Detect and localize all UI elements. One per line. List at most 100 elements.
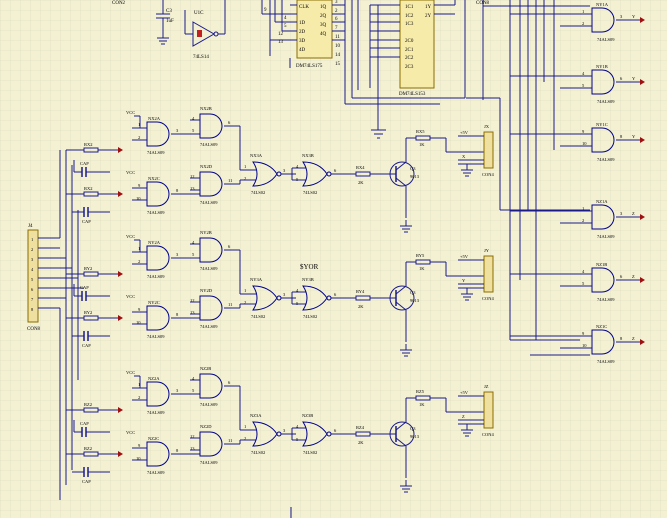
pin: 3: [620, 211, 623, 216]
j4-pin-4: 4: [31, 267, 34, 272]
pin: 8: [620, 336, 623, 341]
pin: 1: [138, 382, 140, 387]
pin: 3: [283, 168, 286, 173]
nand2-type: 74ALS09: [147, 470, 165, 475]
pin: 6: [228, 380, 231, 385]
signal-label: X: [462, 154, 466, 159]
mux-pin-2: 1C2: [405, 14, 414, 19]
top-labels: CON2 C3 1uF U1C 74LS14 CLK 1D 2D 3D 4D 1…: [112, 0, 490, 97]
pin-num-10: 10: [335, 44, 341, 49]
pin: 4: [192, 116, 195, 121]
vcc-out-label: +5V: [460, 390, 469, 395]
gate-ref: NZ1B: [596, 262, 607, 267]
and1-type: 74ALS09: [200, 142, 218, 147]
nor2-label: NY3B: [302, 277, 314, 282]
channel-y: RY2CAPRY2CAPVCCNY2A1274ALS09VCCNY2C91074…: [66, 230, 495, 357]
pin: 5: [582, 83, 585, 88]
transistor-ref: Q3: [410, 166, 416, 171]
pin: 12: [190, 434, 195, 439]
q3-label: 3Q: [320, 23, 327, 28]
nand2-label: NZ2C: [148, 436, 159, 441]
pin: 4: [296, 164, 299, 169]
mux-pin-6: 2C2: [405, 56, 414, 61]
signal-arrow: [118, 191, 123, 197]
output-arrow: [640, 214, 645, 220]
right-gate-column: NY1A12374ALS09YNY1B45674ALS09YNY1C910874…: [466, 0, 645, 364]
rc-value: 1K: [419, 402, 425, 407]
pin: 6: [334, 292, 337, 297]
nand1-label: NZ2A: [148, 376, 160, 381]
gate-ref: NY1B: [596, 64, 608, 69]
con2-label: CON2: [112, 1, 126, 6]
output-connector: [483, 131, 494, 169]
signal-label: Y: [462, 278, 466, 283]
cap-label-2: CAP: [82, 343, 91, 348]
rc-label: RY5: [416, 253, 425, 258]
j4-type-label: CON8: [27, 327, 41, 332]
gate-ref: NZ1A: [596, 199, 608, 204]
vcc-label: VCC: [126, 234, 135, 239]
pin: 8: [176, 188, 179, 193]
j4-pin-6: 6: [31, 287, 34, 292]
nor1-label: NX3A: [250, 153, 263, 158]
output-connector-ref: JY: [484, 248, 490, 253]
ic-74ls175-label: DM74LS175: [296, 64, 323, 69]
nor2-type: 74LS02: [303, 190, 317, 195]
pin: 6: [334, 428, 337, 433]
ground: [400, 220, 412, 233]
q2-label: 2Q: [320, 14, 327, 19]
pin: 13: [190, 186, 195, 191]
pin: 5: [192, 252, 195, 257]
vcc-out-label: +5V: [460, 254, 469, 259]
and-gate-2: [199, 171, 223, 197]
j4-pin-1: 1: [31, 237, 33, 242]
cap-label-2: CAP: [82, 219, 91, 224]
nor1-type: 74LS02: [251, 314, 265, 319]
pin-num-11: 11: [335, 35, 340, 40]
and1-label: NY2B: [200, 230, 212, 235]
pin: 3: [176, 128, 179, 133]
output-connector-type: CON4: [482, 432, 495, 437]
vcc-label: VCC: [126, 370, 135, 375]
pin: 11: [228, 438, 232, 443]
rx2-label: RX2: [84, 142, 93, 147]
pin: 6: [334, 168, 337, 173]
mux-pin-7: 2C3: [405, 65, 414, 70]
pin: 2: [244, 436, 246, 441]
signal-label: Z: [462, 414, 465, 419]
rb-label: RY4: [356, 289, 365, 294]
nand2-label: NY2C: [148, 300, 160, 305]
mux-pin-5: 2C1: [405, 48, 414, 53]
mux-pin-3: 1C3: [405, 22, 414, 27]
output-connector-type: CON4: [482, 172, 495, 177]
q4-label: 4Q: [320, 32, 327, 37]
pin-num-14: 14: [335, 53, 341, 58]
pin: 10: [582, 141, 587, 146]
and-gate-ny1b: [591, 69, 615, 95]
nand1-label: NX2A: [148, 116, 161, 121]
pin: 8: [620, 134, 623, 139]
output-arrow: [640, 17, 645, 23]
gate-type: 74ALS09: [597, 37, 615, 42]
pin: 8: [176, 312, 179, 317]
gate-output-label: Y: [632, 134, 636, 139]
and-gate-ny1a: [591, 7, 615, 33]
resistor-2-label: RZ2: [84, 446, 92, 451]
pin: 10: [136, 320, 141, 325]
j4-pin-5: 5: [31, 277, 34, 282]
and-gate-nz1a: [591, 204, 615, 230]
gate-ref: NY1A: [596, 2, 609, 7]
mux-out-1: 1Y: [425, 5, 432, 10]
nor1-label: NY3A: [250, 277, 263, 282]
pin: 1: [582, 9, 584, 14]
pin: 8: [176, 448, 179, 453]
pin-num-4: 4: [284, 16, 287, 21]
rb-label: RX4: [356, 165, 365, 170]
output-connector-ref: JX: [484, 124, 490, 129]
and2-label: NY2D: [200, 288, 213, 293]
pin: 4: [192, 240, 195, 245]
